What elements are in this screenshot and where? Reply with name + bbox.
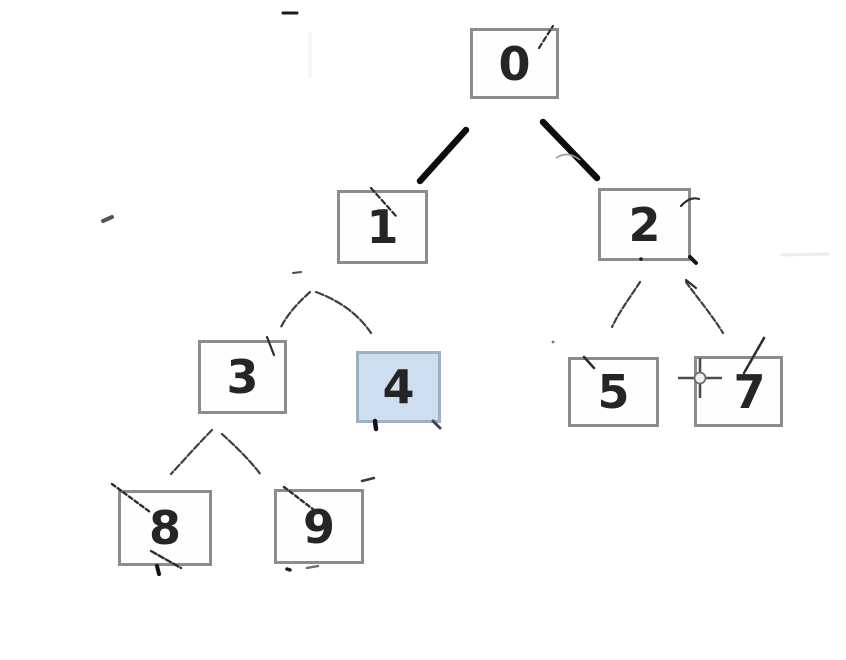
- node-0-label: 0: [498, 36, 531, 91]
- tree-node-3[interactable]: 3: [198, 340, 287, 414]
- node-3-label: 3: [226, 350, 259, 404]
- tree-node-8[interactable]: 8: [118, 490, 212, 566]
- edge-0-1: [416, 126, 470, 185]
- edge-2-7: [684, 280, 725, 335]
- edge-1-4: [314, 290, 373, 335]
- stray-dash-above-apex: [292, 271, 302, 274]
- stray-dot-left-of-5: [551, 340, 555, 344]
- node-8-label: 8: [148, 501, 181, 555]
- edge-3-9: [220, 432, 263, 477]
- pen-scribble-on-edge-0-2: [555, 153, 581, 161]
- tree-node-4-highlighted[interactable]: 4: [356, 351, 441, 423]
- edge-0-2: [539, 118, 601, 182]
- node-5-label: 5: [597, 365, 630, 419]
- tree-node-2[interactable]: 2: [598, 188, 691, 261]
- tree-node-9[interactable]: 9: [274, 489, 364, 564]
- stray-smudge-left: [101, 215, 114, 223]
- node-1-label: 1: [366, 200, 399, 254]
- edge-2-5: [610, 280, 642, 329]
- tree-node-0[interactable]: 0: [470, 28, 559, 99]
- tree-node-1[interactable]: 1: [337, 190, 428, 264]
- edge-1-3: [279, 290, 312, 329]
- edge-3-8: [169, 428, 214, 476]
- node-7-label: 7: [733, 364, 766, 419]
- node-2-label: 2: [628, 197, 661, 252]
- tree-node-7[interactable]: 7: [694, 356, 783, 427]
- node-9-label: 9: [302, 499, 335, 554]
- stray-dash-right-of-9: [360, 476, 376, 483]
- tree-node-5[interactable]: 5: [568, 357, 659, 427]
- faint-horizontal-smudge: [780, 252, 830, 257]
- node-4-label: 4: [382, 360, 415, 414]
